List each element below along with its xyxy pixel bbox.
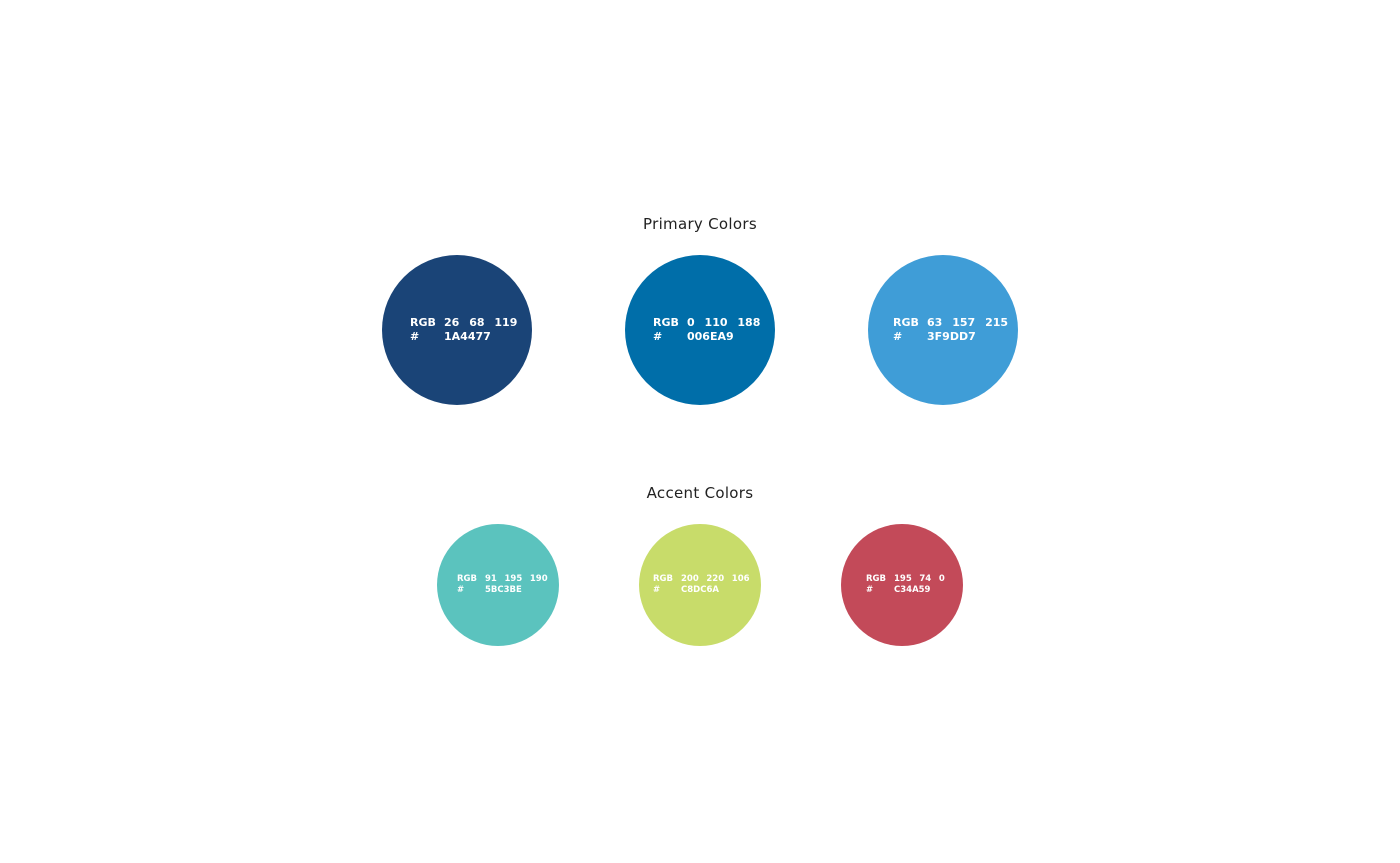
rgb-g: 157 xyxy=(952,316,976,329)
swatch-sky: RGB 63 157 215 # 3F9DD7 xyxy=(868,255,1018,405)
color-codes: RGB 63 157 215 # 3F9DD7 xyxy=(893,316,1008,344)
swatch-navy: RGB 26 68 119 # 1A4477 xyxy=(382,255,532,405)
hex-label: # xyxy=(457,585,465,595)
rgb-row: RGB 26 68 119 xyxy=(410,316,517,330)
rgb-b: 106 xyxy=(731,574,750,584)
rgb-values: 195 74 0 xyxy=(894,574,945,585)
rgb-r: 63 xyxy=(927,316,943,329)
rgb-row: RGB 91 195 190 xyxy=(457,574,548,585)
hex-value: 1A4477 xyxy=(444,330,491,343)
color-codes: RGB 91 195 190 # 5BC3BE xyxy=(457,574,548,596)
hex-value: 3F9DD7 xyxy=(927,330,976,343)
rgb-b: 190 xyxy=(529,574,548,584)
color-codes: RGB 26 68 119 # 1A4477 xyxy=(410,316,517,344)
rgb-r: 200 xyxy=(681,574,699,584)
hex-label: # xyxy=(410,330,420,343)
rgb-r: 91 xyxy=(485,574,497,584)
hex-row: # 5BC3BE xyxy=(457,585,548,596)
rgb-b: 215 xyxy=(985,316,1009,329)
rgb-values: 200 220 106 xyxy=(681,574,750,585)
rgb-r: 0 xyxy=(687,316,695,329)
rgb-label: RGB xyxy=(653,574,674,584)
hex-value: C34A59 xyxy=(894,585,931,595)
rgb-r: 195 xyxy=(894,574,912,584)
rgb-label: RGB xyxy=(866,574,887,584)
hex-value: 006EA9 xyxy=(687,330,734,343)
rgb-values: 63 157 215 xyxy=(927,316,1008,330)
hex-label: # xyxy=(893,330,903,343)
hex-row: # 3F9DD7 xyxy=(893,330,1008,344)
swatch-lime: RGB 200 220 106 # C8DC6A xyxy=(639,524,761,646)
rgb-r: 26 xyxy=(444,316,460,329)
rgb-g: 110 xyxy=(704,316,728,329)
hex-label: # xyxy=(866,585,874,595)
rgb-row: RGB 200 220 106 xyxy=(653,574,750,585)
hex-row: # 006EA9 xyxy=(653,330,760,344)
rgb-g: 195 xyxy=(504,574,523,584)
rgb-label: RGB xyxy=(457,574,478,584)
rgb-b: 119 xyxy=(494,316,518,329)
swatch-teal: RGB 91 195 190 # 5BC3BE xyxy=(437,524,559,646)
rgb-b: 188 xyxy=(737,316,761,329)
rgb-values: 0 110 188 xyxy=(687,316,760,330)
color-codes: RGB 195 74 0 # C34A59 xyxy=(866,574,945,596)
hex-label: # xyxy=(653,330,663,343)
rgb-label: RGB xyxy=(410,316,436,329)
swatch-red: RGB 195 74 0 # C34A59 xyxy=(841,524,963,646)
hex-label: # xyxy=(653,585,661,595)
rgb-label: RGB xyxy=(893,316,919,329)
rgb-values: 91 195 190 xyxy=(485,574,548,585)
rgb-g: 74 xyxy=(919,574,932,584)
rgb-values: 26 68 119 xyxy=(444,316,517,330)
rgb-g: 68 xyxy=(469,316,485,329)
rgb-row: RGB 63 157 215 xyxy=(893,316,1008,330)
primary-colors-title: Primary Colors xyxy=(643,215,757,233)
color-codes: RGB 200 220 106 # C8DC6A xyxy=(653,574,750,596)
swatch-blue: RGB 0 110 188 # 006EA9 xyxy=(625,255,775,405)
color-codes: RGB 0 110 188 # 006EA9 xyxy=(653,316,760,344)
rgb-row: RGB 195 74 0 xyxy=(866,574,945,585)
rgb-label: RGB xyxy=(653,316,679,329)
rgb-row: RGB 0 110 188 xyxy=(653,316,760,330)
hex-row: # C8DC6A xyxy=(653,585,750,596)
rgb-b: 0 xyxy=(938,574,945,584)
accent-colors-title: Accent Colors xyxy=(646,484,754,502)
hex-row: # C34A59 xyxy=(866,585,945,596)
hex-value: 5BC3BE xyxy=(485,585,522,595)
hex-value: C8DC6A xyxy=(681,585,719,595)
hex-row: # 1A4477 xyxy=(410,330,517,344)
rgb-g: 220 xyxy=(706,574,725,584)
